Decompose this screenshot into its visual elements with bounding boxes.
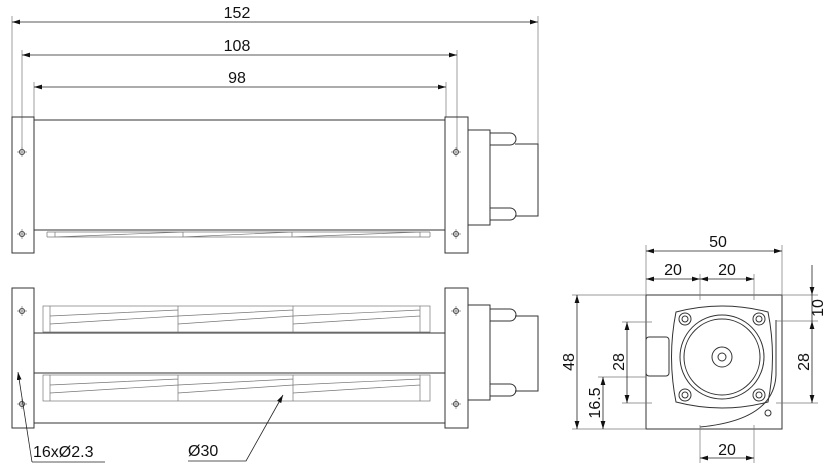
dim-10: 10 [810,299,827,317]
motor [467,129,539,226]
scroll-housing [699,320,777,428]
dim-20-outlet: 20 [718,442,736,459]
front-view: 16xØ2.3 Ø30 [11,287,539,463]
fan-flange [671,305,773,409]
left-bracket-front [11,287,35,429]
right-bracket [444,116,469,254]
dim-28-right: 28 [796,353,813,371]
diameter-callout: Ø30 [188,443,218,460]
dim-28-left: 28 [611,353,628,371]
dim-98: 98 [228,70,246,87]
dim-50: 50 [709,234,727,251]
left-bracket [11,116,35,254]
dim-20-a: 20 [664,262,682,279]
dim-152: 152 [224,5,251,22]
dim-16-5: 16.5 [587,387,604,418]
dim-20-b: 20 [718,262,736,279]
shaft [34,332,445,424]
side-view: 50 20 20 48 28 16.5 10 28 20 [561,234,827,463]
hole-callout: 16xØ2.3 [33,444,94,461]
dim-108: 108 [224,38,251,55]
dim-48: 48 [561,353,578,371]
side-tab [645,336,670,377]
top-view: 152 108 98 [11,5,539,254]
side-frame [645,294,783,430]
impeller [42,305,431,402]
motor-front [467,304,539,401]
housing [34,119,445,231]
